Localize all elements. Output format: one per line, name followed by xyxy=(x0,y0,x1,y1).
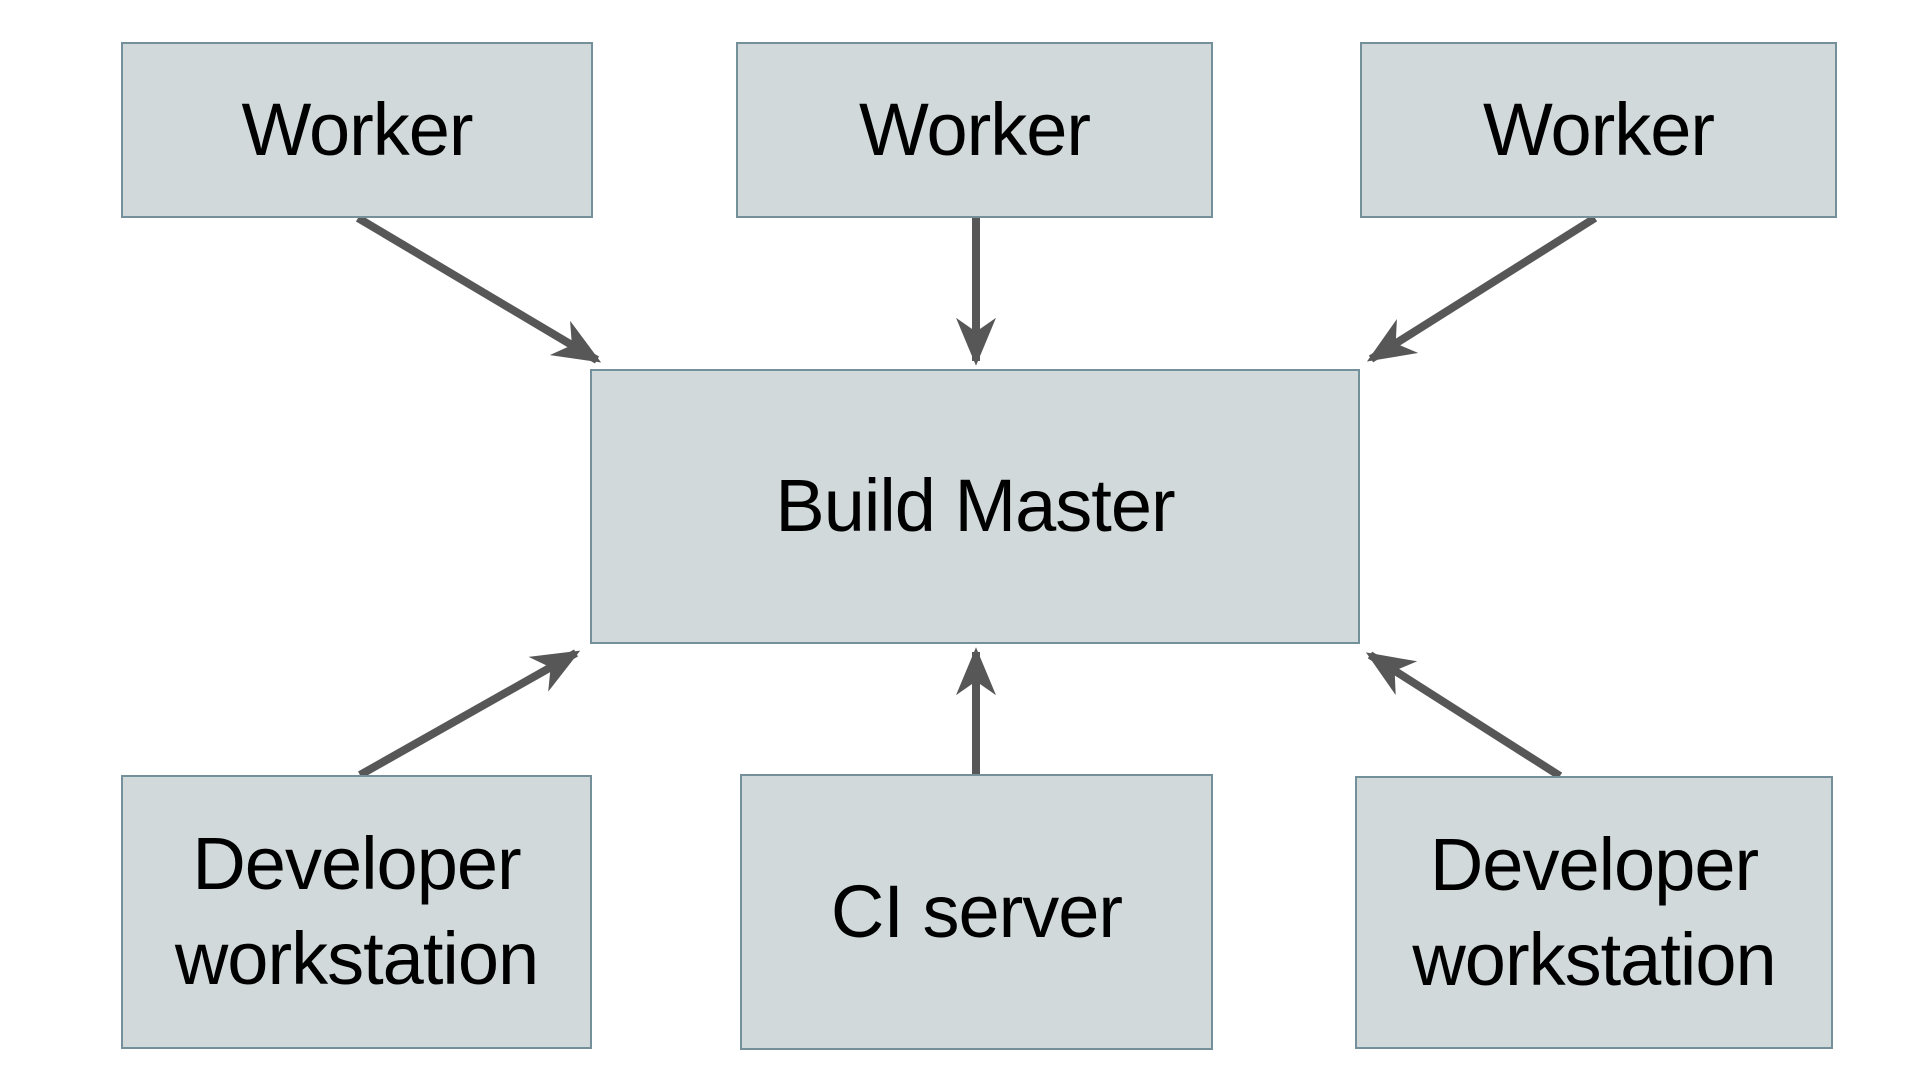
node-worker-1: Worker xyxy=(121,42,593,218)
node-developer-workstation-right: Developer workstation xyxy=(1355,776,1833,1049)
node-label: Build Master xyxy=(775,464,1175,548)
node-worker-2: Worker xyxy=(736,42,1213,218)
arrow-worker-3-to-build-master xyxy=(1366,214,1598,363)
node-label: CI server xyxy=(830,869,1123,953)
node-ci-server: CI server xyxy=(740,774,1213,1050)
node-build-master: Build Master xyxy=(590,369,1360,644)
node-developer-workstation-left: Developer workstation xyxy=(121,775,592,1049)
arrow-developer-workstation-left-to-build-master xyxy=(358,649,581,779)
node-label: Worker xyxy=(858,87,1091,171)
node-label: Developer workstation xyxy=(1412,822,1776,1001)
arrow-worker-1-to-build-master xyxy=(355,214,602,364)
node-label: Worker xyxy=(241,87,473,171)
arrow-developer-workstation-right-to-build-master xyxy=(1365,651,1563,780)
node-label: Developer workstation xyxy=(174,822,539,1000)
node-label: Worker xyxy=(1482,87,1715,171)
node-worker-3: Worker xyxy=(1360,42,1837,218)
